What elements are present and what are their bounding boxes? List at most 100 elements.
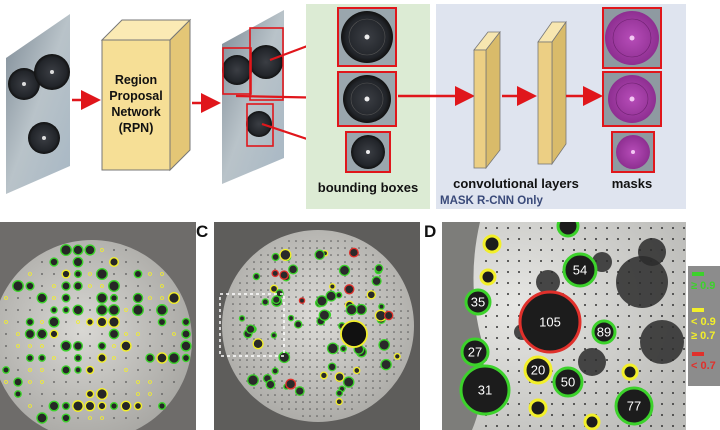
grid-dot <box>309 401 311 403</box>
grid-dot <box>372 359 374 361</box>
grid-dot <box>344 254 346 256</box>
detection-ring <box>61 401 71 411</box>
detection-ring <box>148 272 152 276</box>
detection-ring <box>148 392 152 396</box>
grid-dot <box>683 425 685 427</box>
grid-dot <box>393 317 395 319</box>
grid-dot <box>260 289 262 291</box>
grid-dot <box>267 401 269 403</box>
grid-dot <box>309 373 311 375</box>
grid-dot <box>393 345 395 347</box>
detection-ring <box>40 344 44 348</box>
detection-ring <box>329 283 336 290</box>
detection-ring <box>16 344 20 348</box>
grid-dot <box>400 359 402 361</box>
grid-dot <box>562 249 564 251</box>
grid-dot <box>507 260 509 262</box>
grid-dot <box>309 338 311 340</box>
detection-ring <box>523 355 553 385</box>
grid-dot <box>274 380 276 382</box>
grid-dot <box>267 261 269 263</box>
detection-ring <box>335 291 343 299</box>
grid-dot <box>302 240 304 242</box>
grid-dot <box>295 310 297 312</box>
grid-dot <box>288 303 290 305</box>
grid-dot <box>562 260 564 262</box>
grid-dot <box>267 352 269 354</box>
grid-dot <box>365 324 367 326</box>
grid-dot <box>661 238 663 240</box>
grid-dot <box>295 289 297 291</box>
detection-ring <box>156 304 168 316</box>
grid-dot <box>288 345 290 347</box>
grid-dot <box>232 352 234 354</box>
grid-dot <box>672 392 674 394</box>
detection-ring <box>50 306 58 314</box>
grid-dot <box>606 249 608 251</box>
grid-dot <box>351 408 353 410</box>
grid-dot <box>365 275 367 277</box>
detection-ring <box>28 380 32 384</box>
detection-ring <box>49 257 59 267</box>
grid-dot <box>337 240 339 242</box>
grid-dot <box>267 394 269 396</box>
detection-ring <box>61 269 71 279</box>
grid-dot <box>617 381 619 383</box>
grid-dot <box>683 403 685 405</box>
grid-dot <box>365 247 367 249</box>
detection-ring <box>270 332 278 339</box>
detection-ring <box>621 363 639 381</box>
detection-ring <box>100 284 104 288</box>
detection-ring <box>133 269 143 279</box>
grid-dot <box>309 240 311 242</box>
grid-dot <box>393 359 395 361</box>
detection-ring <box>4 296 8 300</box>
grid-dot <box>358 387 360 389</box>
grid-dot <box>351 268 353 270</box>
input-image <box>6 14 70 194</box>
detection-ring <box>269 284 279 293</box>
grid-dot <box>316 240 318 242</box>
grid-dot <box>337 282 339 284</box>
grid-dot <box>365 345 367 347</box>
grid-dot <box>274 359 276 361</box>
grid-dot <box>281 331 283 333</box>
grid-dot <box>595 315 597 317</box>
grid-dot <box>295 380 297 382</box>
grid-dot <box>295 345 297 347</box>
detection-ring <box>528 398 548 418</box>
grid-dot <box>628 326 630 328</box>
grid-dot <box>302 261 304 263</box>
grid-dot <box>260 359 262 361</box>
grid-dot <box>606 348 608 350</box>
grid-dot <box>323 359 325 361</box>
grid-dot <box>281 268 283 270</box>
grid-dot <box>246 310 248 312</box>
grid-dot <box>386 289 388 291</box>
detection-ring <box>12 280 24 292</box>
grid-dot <box>330 324 332 326</box>
grid-dot <box>113 417 115 419</box>
grid-dot <box>316 352 318 354</box>
grid-dot <box>639 425 641 427</box>
grid-dot <box>137 345 139 347</box>
detection-ring <box>316 295 328 307</box>
grid-dot <box>351 387 353 389</box>
grid-dot <box>551 414 553 416</box>
detection-ring <box>265 379 276 390</box>
detection-ring <box>48 400 60 412</box>
grid-dot <box>281 401 283 403</box>
grid-dot <box>496 304 498 306</box>
grid-dot <box>379 352 381 354</box>
grid-dot <box>309 380 311 382</box>
confidence-legend: ≥ 0.9 < 0.9 ≥ 0.7 < 0.7 <box>688 266 720 386</box>
grid-dot <box>358 359 360 361</box>
grid-dot <box>606 425 608 427</box>
grid-dot <box>606 370 608 372</box>
detection-ring <box>72 340 84 352</box>
detection-ring <box>85 365 95 375</box>
grid-dot <box>393 282 395 284</box>
grid-dot <box>365 303 367 305</box>
grid-dot <box>323 387 325 389</box>
grid-dot <box>302 338 304 340</box>
